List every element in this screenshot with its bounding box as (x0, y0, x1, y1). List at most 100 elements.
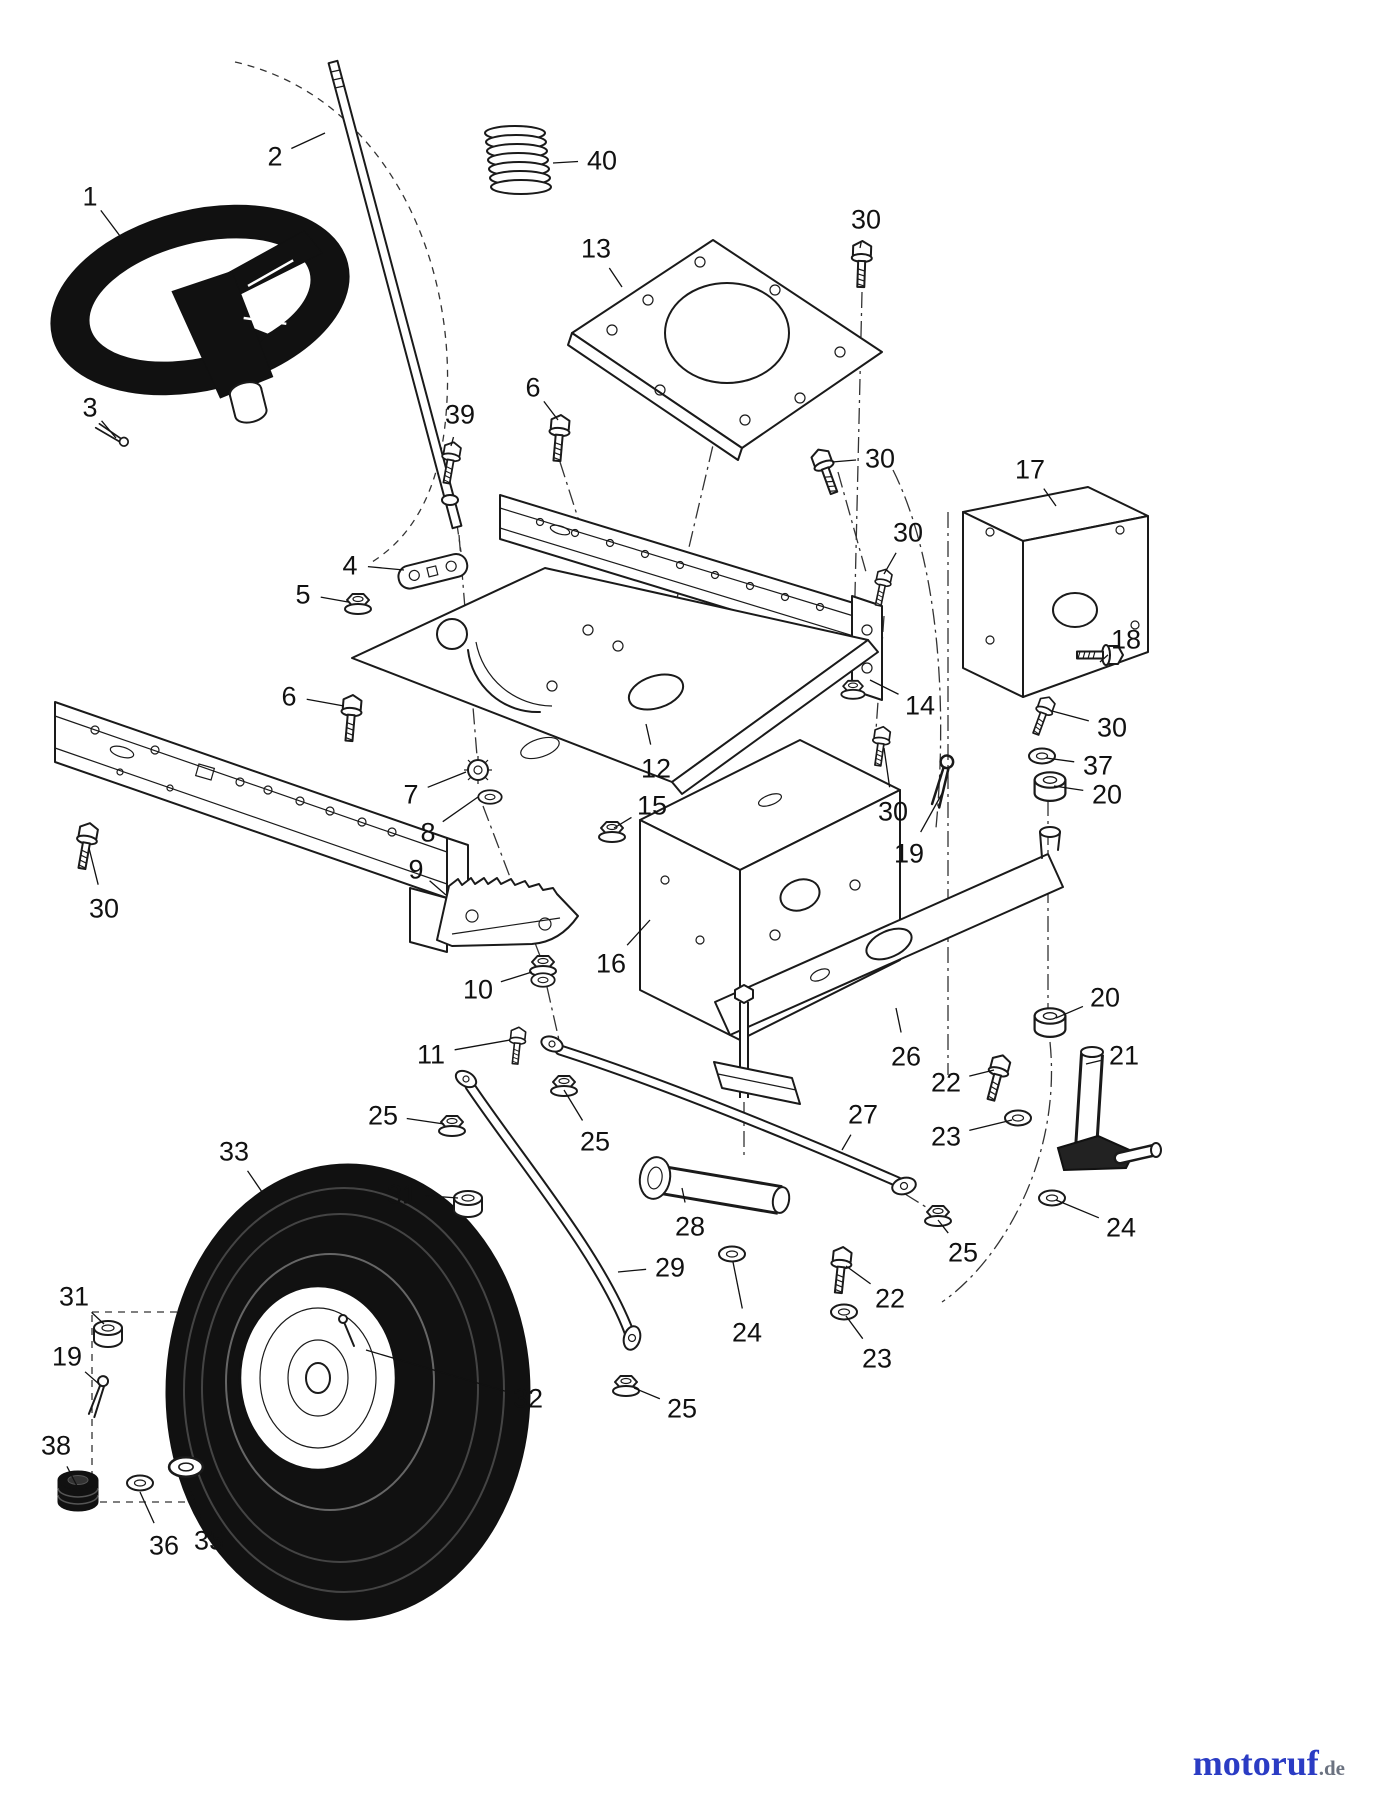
callout-leader-16 (626, 919, 651, 946)
sector-gear-drawing (436, 877, 579, 947)
callout-leader-5 (320, 596, 349, 603)
callout-label-28: 28 (675, 1211, 705, 1241)
callout-leader-30 (88, 847, 99, 885)
callout-label-16: 16 (596, 948, 626, 978)
callout-label-36: 36 (149, 1530, 179, 1560)
callout-label-25: 25 (368, 1100, 398, 1130)
callout-label-38: 38 (41, 1430, 71, 1460)
bolt-30-mid-icon (807, 445, 845, 498)
callout-leader-19 (84, 1371, 100, 1385)
steering-wheel-drawing (50, 204, 350, 424)
callout-label-31: 31 (59, 1281, 89, 1311)
bolt-30-top-icon (849, 239, 874, 289)
callout-label-35: 35 (194, 1525, 224, 1555)
spindle-drawing (1056, 1046, 1162, 1172)
callout-leader-18 (1099, 654, 1109, 663)
callout-label-3: 3 (82, 392, 97, 422)
bolt-22-lower-icon (827, 1245, 855, 1295)
callout-label-5: 5 (295, 579, 310, 609)
callout-label-39: 39 (445, 399, 475, 429)
callout-leader-25 (633, 1387, 661, 1400)
callout-label-26: 26 (891, 1041, 921, 1071)
nut-15-icon (598, 821, 626, 843)
callout-leader-11 (454, 1039, 511, 1051)
retainer-clip-icon (92, 422, 132, 449)
callout-label-30: 30 (1097, 712, 1127, 742)
callout-label-25: 25 (580, 1126, 610, 1156)
shaft-bracket-drawing (397, 552, 469, 590)
callout-label-4: 4 (342, 550, 357, 580)
callout-leader-30 (859, 242, 862, 249)
callout-label-30: 30 (89, 893, 119, 923)
callout-leader-32 (365, 1349, 506, 1392)
bolt-6-right-icon (545, 413, 572, 463)
washer-8-icon (477, 789, 503, 805)
callout-leader-23 (845, 1315, 864, 1340)
bushing-31-right-icon (453, 1190, 483, 1218)
spring-drawing (484, 125, 552, 195)
callout-label-33: 33 (219, 1136, 249, 1166)
watermark-tld: .de (1318, 1756, 1345, 1780)
washer-23-lower-icon (830, 1303, 858, 1321)
callout-label-30: 30 (893, 517, 923, 547)
callout-leader-25 (937, 1219, 949, 1234)
callout-leader-1 (100, 210, 121, 237)
bolt-6-left-icon (337, 693, 364, 743)
callout-leader-30 (831, 459, 857, 463)
callout-label-2: 2 (267, 141, 282, 171)
callout-leader-28 (681, 1187, 686, 1203)
callout-leader-12 (645, 723, 652, 745)
callout-label-21: 21 (1109, 1040, 1139, 1070)
callout-leader-40 (552, 160, 579, 164)
callout-leader-26 (895, 1007, 902, 1033)
callout-leader-17 (1043, 488, 1057, 507)
callout-leader-25 (563, 1089, 584, 1121)
bolt-11-icon (506, 1025, 528, 1066)
bolt-30-left-icon (71, 820, 101, 872)
callout-label-24: 24 (732, 1317, 762, 1347)
callout-leader-30 (883, 552, 897, 575)
callout-label-23: 23 (931, 1121, 961, 1151)
callout-label-12: 12 (641, 753, 671, 783)
washer-35-icon (167, 1455, 205, 1479)
callout-label-1: 1 (82, 181, 97, 211)
cap-38-drawing (57, 1470, 99, 1512)
callout-leader-30 (883, 747, 891, 788)
callout-leader-29 (617, 1268, 647, 1273)
callout-leader-24 (1055, 1199, 1100, 1219)
callout-leader-31 (425, 1195, 459, 1199)
callout-label-30: 30 (878, 796, 908, 826)
callout-label-15: 15 (637, 790, 667, 820)
washer-23-right-icon (1004, 1109, 1032, 1127)
callout-leader-20 (1053, 785, 1084, 792)
callout-leader-27 (841, 1134, 852, 1151)
callout-leader-13 (608, 267, 623, 288)
washer-10-icon (530, 972, 556, 988)
callout-label-40: 40 (587, 145, 617, 175)
washer-24-right-icon (1038, 1189, 1066, 1207)
callout-leader-38 (66, 1466, 78, 1487)
callout-leader-20 (1055, 1005, 1084, 1019)
bolt-22-right-icon (980, 1051, 1014, 1104)
callout-leader-19 (920, 789, 945, 833)
callout-label-23: 23 (862, 1343, 892, 1373)
seat-plate-drawing (567, 239, 883, 461)
callout-label-30: 30 (865, 443, 895, 473)
callout-label-20: 20 (1090, 982, 1120, 1012)
callout-label-25: 25 (948, 1237, 978, 1267)
callout-leader-35 (185, 1477, 202, 1518)
steering-shaft-drawing (327, 59, 463, 530)
callout-label-6: 6 (281, 681, 296, 711)
callout-label-31: 31 (387, 1179, 417, 1209)
callout-label-7: 7 (403, 779, 418, 809)
washer-36-icon (126, 1474, 154, 1492)
nut-25-d-icon (612, 1375, 640, 1397)
callout-label-32: 32 (513, 1383, 543, 1413)
callout-leader-7 (427, 771, 467, 788)
bushing-20-lower-icon (1033, 1007, 1067, 1039)
callout-label-24: 24 (1106, 1212, 1136, 1242)
callout-label-18: 18 (1111, 624, 1141, 654)
watermark: motoruf.de (1193, 1742, 1345, 1784)
